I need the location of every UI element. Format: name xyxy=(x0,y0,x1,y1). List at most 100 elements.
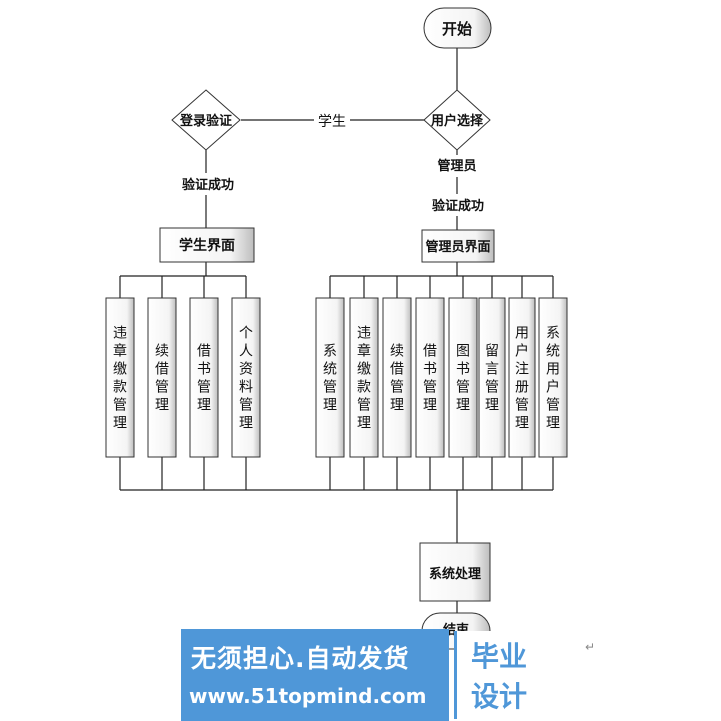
student-module-label-char: 理 xyxy=(113,416,127,432)
watermark-badge-line1: 毕业 xyxy=(470,640,527,673)
admin-module-box xyxy=(315,297,345,458)
admin-module-label-char: 管 xyxy=(515,398,529,414)
watermark-slogan: 无须担心.自动发货 xyxy=(191,644,410,673)
admin-module-box xyxy=(415,297,445,458)
admin-module-label-char: 注 xyxy=(515,362,529,378)
admin-module-label-char: 书 xyxy=(456,362,470,378)
student-module-label-char: 款 xyxy=(113,380,127,396)
student-module-label-char: 管 xyxy=(239,398,253,414)
admin-module-label-char: 管 xyxy=(390,380,404,396)
admin-module-label-char: 系 xyxy=(323,344,337,360)
admin-module-label-char: 款 xyxy=(357,380,371,396)
admin-module-label: 违章缴款管理 xyxy=(357,326,371,432)
admin-module-box xyxy=(478,297,506,458)
admin-module-label: 续借管理 xyxy=(390,343,404,414)
admin-label-bg xyxy=(432,155,482,177)
paragraph-return-mark: ↵ xyxy=(585,640,596,654)
admin-module-label-char: 违 xyxy=(357,326,371,342)
admin-module-box xyxy=(382,297,412,458)
admin-module-label-char: 管 xyxy=(485,380,499,396)
admin-module-box xyxy=(538,297,568,458)
watermark-badge: 毕业 设计 xyxy=(454,631,541,719)
student-module-label-char: 理 xyxy=(155,398,169,414)
admin-module-label-char: 言 xyxy=(485,362,499,378)
admin-module-label-char: 书 xyxy=(423,362,437,378)
admin-module-label-char: 管 xyxy=(456,380,470,396)
student-module-label-char: 人 xyxy=(239,344,253,360)
admin-module-label-char: 理 xyxy=(456,398,470,414)
admin-module-label-char: 用 xyxy=(546,362,560,378)
student-module-label-char: 料 xyxy=(239,380,253,396)
student-module-label-char: 借 xyxy=(197,344,211,360)
admin-module-label-char: 理 xyxy=(485,398,499,414)
admin-module-box xyxy=(448,297,478,458)
student-module-label-char: 续 xyxy=(155,343,169,360)
student-module-label-char: 管 xyxy=(197,380,211,396)
student-module-label-char: 缴 xyxy=(113,362,127,378)
admin-interface-box xyxy=(421,229,495,263)
admin-module-label-char: 理 xyxy=(390,398,404,414)
admin-module-label-char: 图 xyxy=(456,344,470,360)
student-interface-label: 学生界面 xyxy=(179,237,235,254)
admin-module-label-char: 管 xyxy=(357,398,371,414)
student-interface-box xyxy=(159,227,255,263)
student-module-label-char: 章 xyxy=(113,343,127,360)
admin-module-label-char: 缴 xyxy=(357,362,371,378)
admin-module-label: 借书管理 xyxy=(423,344,437,414)
student-module-label-char: 管 xyxy=(155,380,169,396)
admin-module-box xyxy=(349,297,379,458)
admin-module-label-char: 系 xyxy=(546,326,560,342)
student-module-label-char: 个 xyxy=(239,326,253,342)
admin-module-label-char: 借 xyxy=(423,344,437,360)
student-module-box xyxy=(189,297,219,458)
student-module-label: 违章缴款管理 xyxy=(113,326,127,432)
student-module-label: 续借管理 xyxy=(155,343,169,414)
admin-module-label-char: 借 xyxy=(390,362,404,378)
student-module-label-char: 理 xyxy=(239,416,253,432)
verify-left-bg xyxy=(180,173,236,195)
admin-module-label-char: 理 xyxy=(546,416,560,432)
edge-label-student: 学生 xyxy=(318,114,346,130)
admin-module-label-char: 管 xyxy=(423,380,437,396)
student-module-label-char: 书 xyxy=(197,362,211,378)
admin-module-label-char: 章 xyxy=(357,343,371,360)
admin-module-label-char: 理 xyxy=(515,416,529,432)
edge-label-verify-success-left: 验证成功 xyxy=(182,177,234,193)
system-process-label: 系统处理 xyxy=(429,566,481,582)
user-choice-diamond xyxy=(423,89,491,151)
watermark-left-panel: 无须担心.自动发货 www.51topmind.com xyxy=(181,629,449,721)
login-verify-diamond xyxy=(171,89,241,151)
login-verify-label: 登录验证 xyxy=(179,113,232,129)
student-module-label-char: 理 xyxy=(197,398,211,414)
admin-module-label-char: 统 xyxy=(323,362,337,378)
admin-interface-label: 管理员界面 xyxy=(425,239,490,255)
admin-module-label-char: 续 xyxy=(390,343,404,360)
admin-module-label-char: 册 xyxy=(515,380,529,396)
student-module-label: 借书管理 xyxy=(197,344,211,414)
student-module-box xyxy=(147,297,177,458)
start-label: 开始 xyxy=(442,20,472,38)
user-choice-label: 用户选择 xyxy=(430,113,484,129)
watermark-badge-line2: 设计 xyxy=(470,680,527,713)
student-module-label-char: 借 xyxy=(155,362,169,378)
student-label-bg xyxy=(314,109,350,131)
student-module-label-char: 资 xyxy=(239,362,253,378)
student-module-box xyxy=(105,297,135,458)
student-module-label-char: 管 xyxy=(113,398,127,414)
edge-label-admin: 管理员 xyxy=(437,158,476,174)
admin-module-label: 系统用户管理 xyxy=(546,326,560,432)
admin-module-label: 留言管理 xyxy=(485,344,499,414)
verify-right-bg xyxy=(430,194,486,216)
admin-module-label-char: 户 xyxy=(546,379,560,396)
system-process-box xyxy=(419,542,491,602)
watermark-banner: 无须担心.自动发货 www.51topmind.com 毕业 设计 xyxy=(181,629,541,721)
admin-module-label-char: 管 xyxy=(546,398,560,414)
admin-module-box xyxy=(508,297,536,458)
student-module-label: 个人资料管理 xyxy=(239,326,253,432)
admin-module-label-char: 管 xyxy=(323,380,337,396)
admin-module-label-char: 户 xyxy=(515,343,529,360)
admin-module-label: 用户注册管理 xyxy=(515,326,529,432)
